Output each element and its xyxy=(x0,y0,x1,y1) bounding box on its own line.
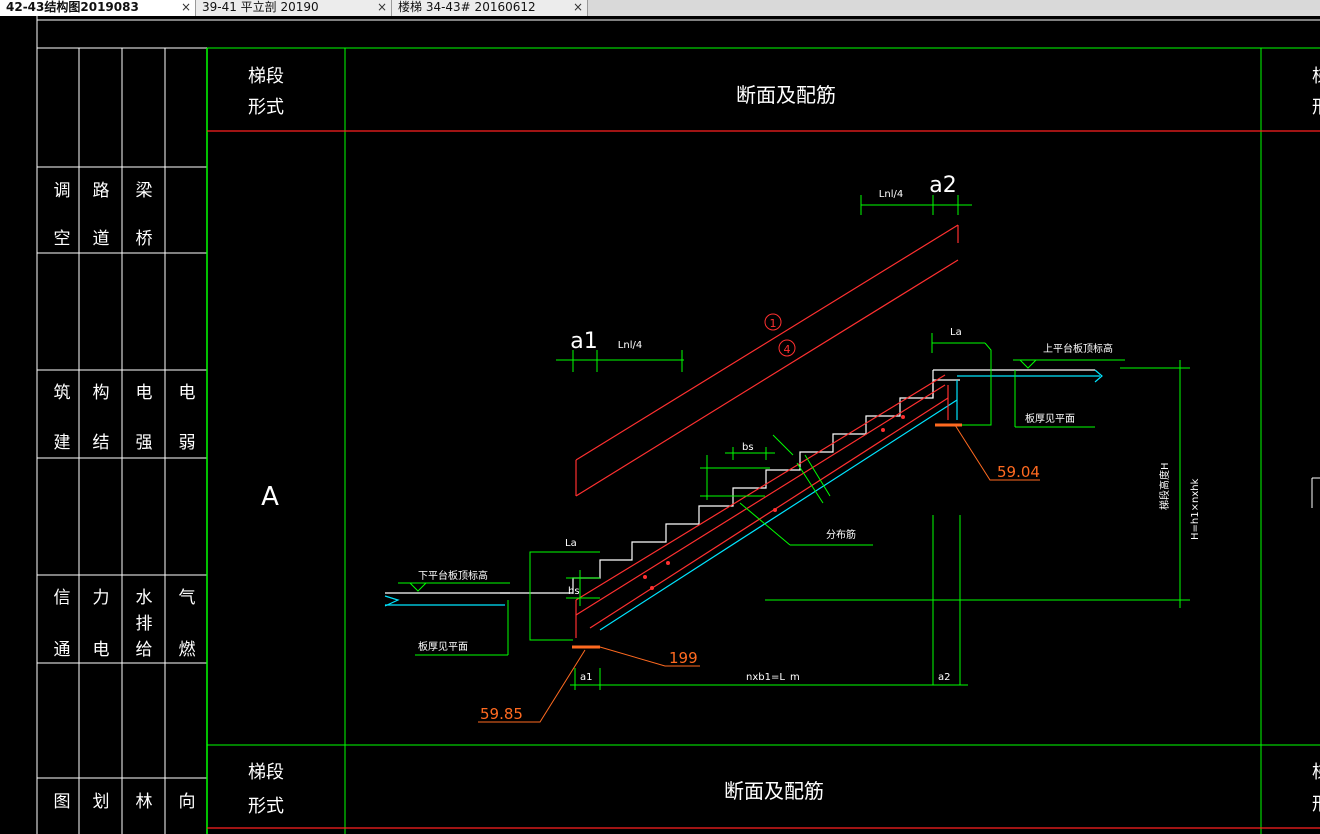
close-icon[interactable]: × xyxy=(376,0,387,14)
tab-stair[interactable]: 楼梯 34-43# 20160612 × xyxy=(392,0,588,16)
header-type-line2: 形式 xyxy=(248,97,284,118)
sidebar-char: 图 xyxy=(54,792,71,812)
sidebar-char: 通 xyxy=(54,640,71,660)
document-tab-bar: 42-43结构图2019083 × 39-41 平立剖 20190 × 楼梯 3… xyxy=(0,0,1320,17)
label-distribution-bar: 分布筋 xyxy=(826,528,856,541)
footer-section: 断面及配筋 xyxy=(724,779,824,803)
stair-section-drawing: 1 4 a2 Lnl/4 a1 Lnl/4 xyxy=(384,173,1201,723)
sidebar-char: 信 xyxy=(54,588,71,608)
sidebar-char: 路 xyxy=(93,181,110,201)
close-icon[interactable]: × xyxy=(180,0,191,14)
sidebar-char: 燃 xyxy=(179,640,196,660)
sidebar-char: 弱 xyxy=(179,433,196,453)
elevation-5904: 59.04 xyxy=(997,463,1040,481)
sidebar-char: 强 xyxy=(136,433,153,453)
dim-bs: bs xyxy=(742,442,754,453)
label-upper-platform: 上平台板顶标高 xyxy=(1043,342,1113,355)
tab-label: 39-41 平立剖 20190 xyxy=(202,0,319,14)
dim-hs: hs xyxy=(568,586,580,597)
rebar-callout-4 xyxy=(778,339,796,357)
dim-nxb1-suffix: m xyxy=(790,672,800,683)
dim-a1-bottom: a1 xyxy=(580,672,593,683)
sidebar-char: 构 xyxy=(93,383,110,403)
dim-la-top: La xyxy=(950,327,962,338)
dim-a2-top: a2 xyxy=(929,173,956,198)
rebar-callout-label: 4 xyxy=(784,343,791,356)
sidebar-char: 力 xyxy=(93,588,110,608)
tab-plan-elevation[interactable]: 39-41 平立剖 20190 × xyxy=(196,0,392,16)
slab-cyan xyxy=(384,369,1103,631)
dim-a1-top: a1 xyxy=(570,329,597,354)
cad-drawing-canvas[interactable]: 调 空 路 道 梁 桥 筑 建 构 结 电 强 电 弱 信 通 力 电 水 排 … xyxy=(0,16,1320,834)
header-right-partial: 形 xyxy=(1312,97,1320,118)
header-type-line1: 梯段 xyxy=(248,66,284,87)
sidebar-char: 林 xyxy=(136,792,153,812)
sidebar-char: 电 xyxy=(93,640,110,660)
dim-a2-bottom: a2 xyxy=(938,672,951,683)
sidebar-char: 道 xyxy=(93,229,110,249)
dim-lnl4-top: Lnl/4 xyxy=(879,189,903,200)
label-board-thick-upper: 板厚见平面 xyxy=(1025,412,1075,425)
sidebar-char: 给 xyxy=(136,640,153,660)
close-icon[interactable]: × xyxy=(572,0,583,14)
sidebar-grid xyxy=(36,16,207,834)
sidebar-char: 桥 xyxy=(136,229,153,249)
sidebar-char: 调 xyxy=(54,181,71,201)
footer-right-partial: 形 xyxy=(1312,794,1320,815)
row-label-a: A xyxy=(261,482,279,512)
sidebar-char: 电 xyxy=(179,383,196,403)
rebar-callout-1 xyxy=(764,313,782,331)
elevation-5985: 59.85 xyxy=(480,705,523,723)
stair-table-frame xyxy=(206,47,1320,834)
sidebar-char: 空 xyxy=(54,229,71,249)
rebar-detail-top xyxy=(575,224,959,497)
sidebar-char: 建 xyxy=(54,433,71,453)
sidebar-char: 水 xyxy=(136,588,153,608)
sidebar-char: 筑 xyxy=(54,383,71,403)
dim-lnl4-left: Lnl/4 xyxy=(618,340,642,351)
label-board-thick-lower: 板厚见平面 xyxy=(418,640,468,653)
tab-label: 42-43结构图2019083 xyxy=(6,0,139,14)
label-height-formula: H=h1×nxhk xyxy=(1190,478,1201,540)
sidebar-char: 排 xyxy=(136,614,153,634)
footer-type-line2: 形式 xyxy=(248,796,284,817)
footer-type-line1: 梯段 xyxy=(248,762,284,783)
label-lower-platform: 下平台板顶标高 xyxy=(418,569,488,582)
sidebar-char: 电 xyxy=(136,383,153,403)
tab-structure-drawing[interactable]: 42-43结构图2019083 × xyxy=(0,0,196,16)
sidebar-char: 梁 xyxy=(136,181,153,201)
rebar-callout-label: 1 xyxy=(770,317,777,330)
tab-label: 楼梯 34-43# 20160612 xyxy=(398,0,536,14)
dim-la-bottom: La xyxy=(565,538,577,549)
footer-right-partial: 梯 xyxy=(1312,762,1320,783)
sidebar-char: 向 xyxy=(179,792,196,812)
sidebar-char: 划 xyxy=(93,792,110,812)
header-right-partial: 梯 xyxy=(1312,66,1320,87)
sidebar-char: 气 xyxy=(179,588,196,608)
sidebar-char: 结 xyxy=(93,433,110,453)
rebar-slab xyxy=(575,374,949,638)
elevation-199: 199 xyxy=(669,649,698,667)
label-stair-height: 梯段高度H xyxy=(1158,462,1171,510)
header-section: 断面及配筋 xyxy=(736,83,836,107)
dim-nxb1: nxb1=L xyxy=(746,672,785,683)
